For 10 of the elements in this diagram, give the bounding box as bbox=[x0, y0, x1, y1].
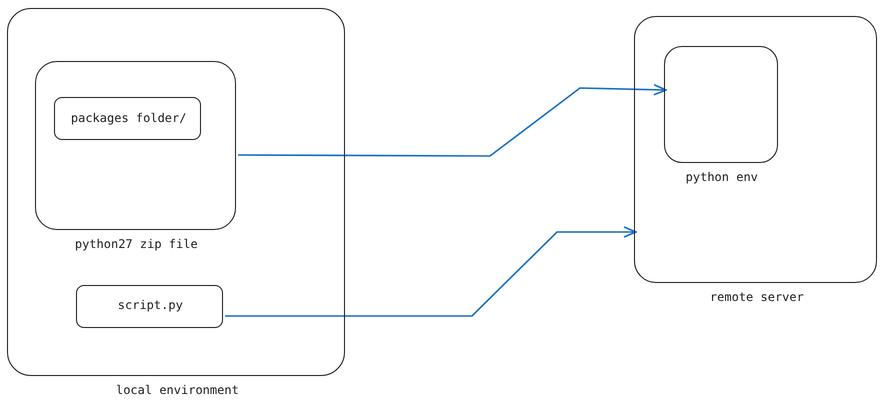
arrow bbox=[238, 84, 667, 157]
file-box bbox=[76, 284, 223, 328]
container-label: local environment bbox=[114, 383, 240, 398]
container-label: python env bbox=[684, 170, 759, 184]
file-name: script.py bbox=[116, 298, 184, 312]
container-label: remote server bbox=[708, 290, 805, 304]
arrow bbox=[225, 226, 637, 317]
container-label: python27 zip file bbox=[74, 236, 199, 251]
file-name: packages folder/ bbox=[70, 110, 188, 125]
file-box bbox=[54, 97, 202, 140]
